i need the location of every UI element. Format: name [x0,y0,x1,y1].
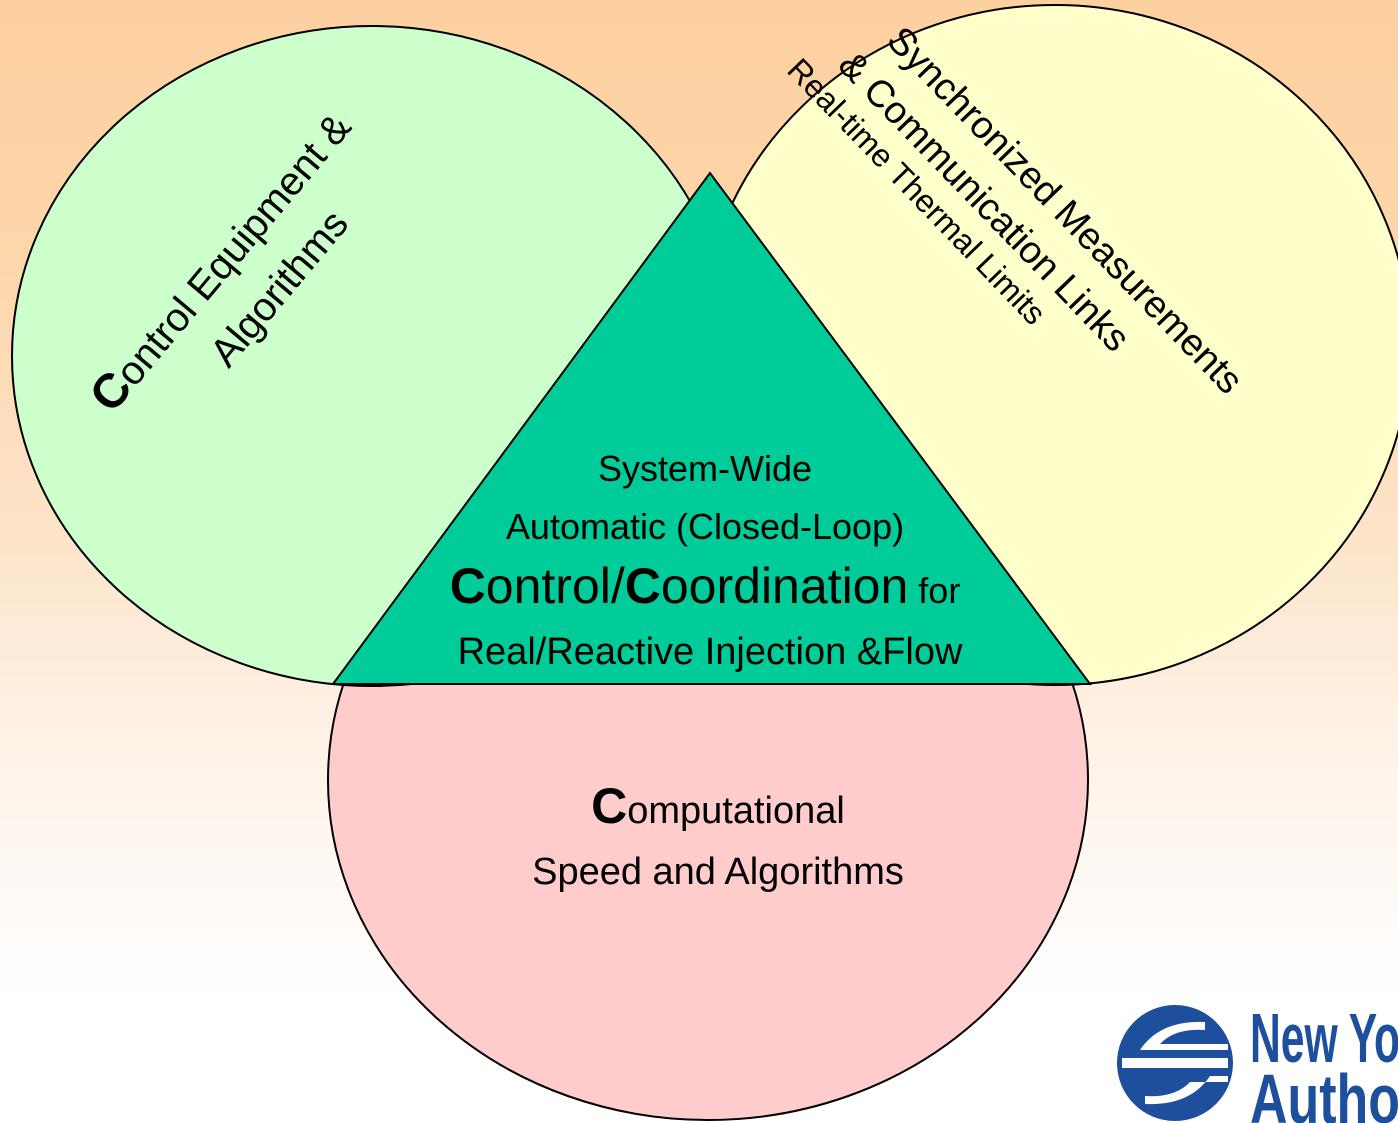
triangle-line4: Real/Reactive Injection &Flow [458,631,963,673]
computational-line2: Speed and Algorithms [532,851,904,893]
computational-line1: Computational [591,778,845,834]
center-triangle [331,171,1092,685]
logo-text-line2: Autho [1250,1060,1398,1123]
logo: New Yo Autho [1117,999,1398,1123]
triangle-line1: System-Wide [598,448,812,489]
logo-text-line1: New Yo [1250,999,1398,1077]
triangle-line2: Automatic (Closed-Loop) [506,506,904,547]
